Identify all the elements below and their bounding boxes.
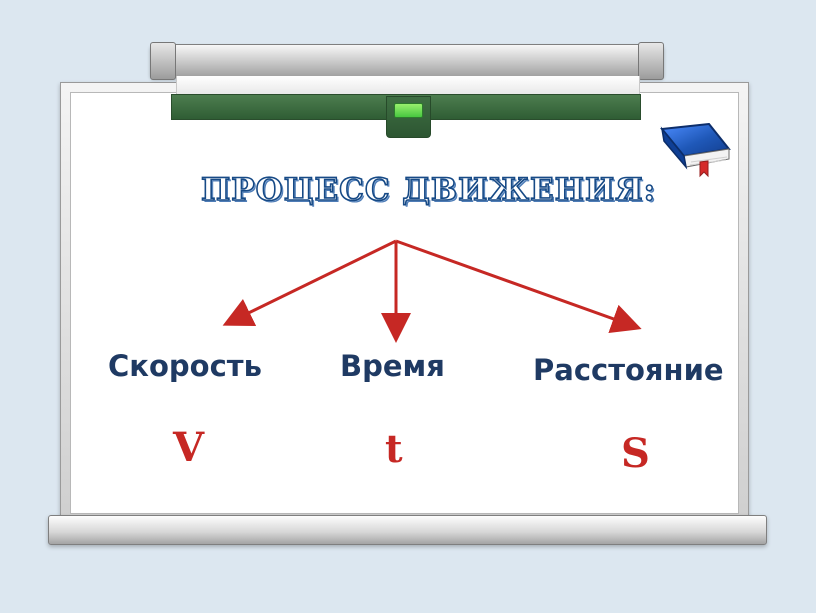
time-label: Время	[340, 349, 445, 383]
speed-label: Скорость	[108, 349, 262, 383]
board-top-rail	[150, 44, 664, 78]
distance-symbol: S	[621, 430, 650, 477]
board-top-rail-right-end	[638, 42, 664, 80]
board-top-rail-left-end	[150, 42, 176, 80]
book-icon	[660, 123, 731, 178]
board-roll-band	[176, 76, 640, 94]
distance-label: Расстояние	[533, 353, 724, 387]
diagram-title: ПРОЦЕСС ДВИЖЕНИЯ:	[200, 171, 657, 209]
board-clip-cap	[394, 103, 423, 118]
board-bottom-tray	[48, 515, 767, 545]
speed-symbol: V	[173, 424, 205, 471]
time-symbol: t	[385, 426, 403, 471]
